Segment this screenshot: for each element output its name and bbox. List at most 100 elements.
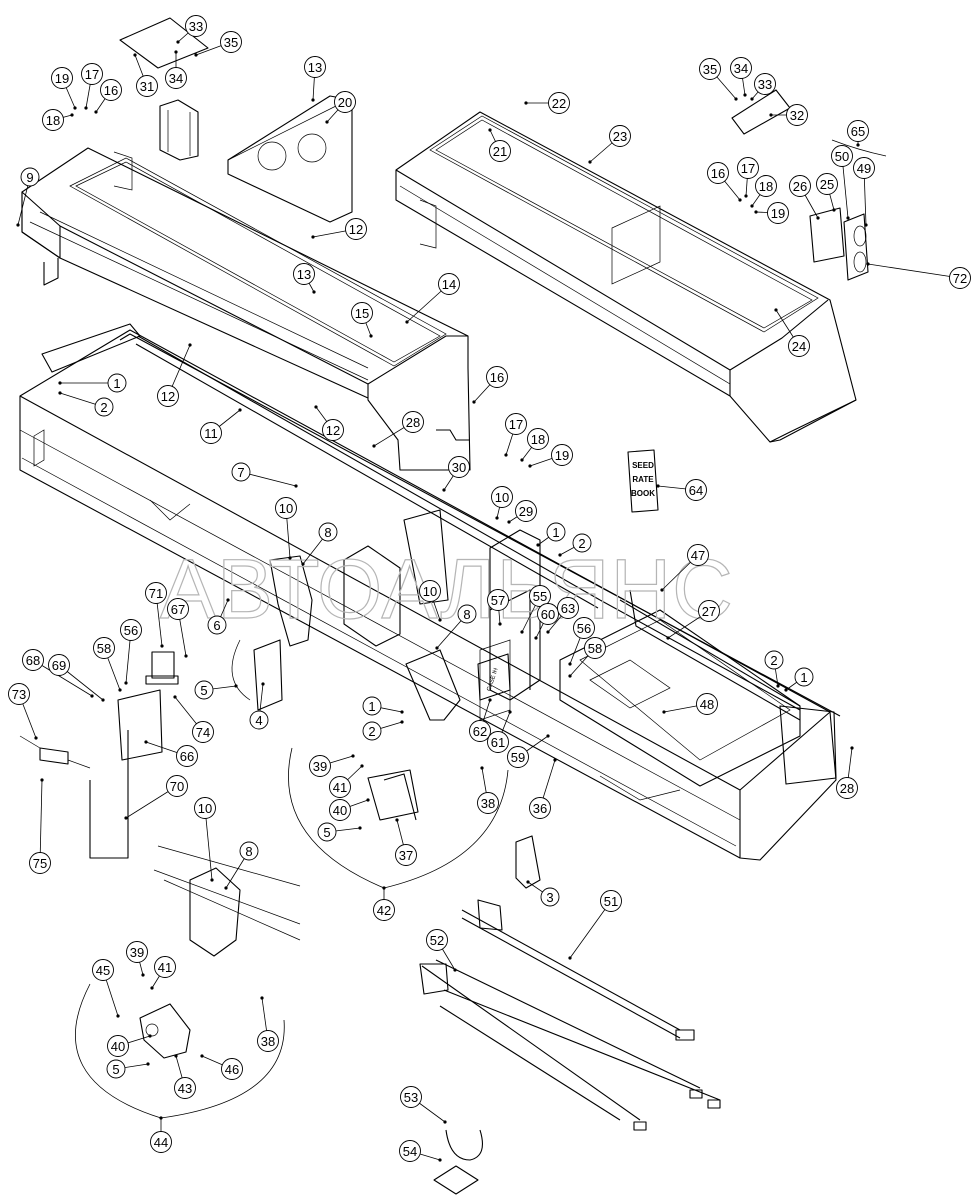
leader-end — [856, 143, 860, 147]
leader-end — [288, 556, 292, 560]
leader-end — [864, 223, 868, 227]
leader-end — [174, 50, 178, 54]
callout-c5b: 5 — [317, 822, 362, 842]
leader-end — [534, 636, 538, 640]
callout-c8b: 8 — [435, 604, 477, 650]
callout-number: 50 — [835, 149, 849, 164]
leader-line — [569, 900, 612, 959]
callout-number: 1 — [113, 376, 120, 391]
callout-bubble — [126, 941, 148, 963]
callout-bubble — [194, 680, 214, 700]
callout-number: 8 — [463, 607, 470, 622]
callout-bubble — [157, 385, 179, 407]
callout-bubble — [457, 604, 477, 624]
callout-bubble — [51, 67, 73, 89]
callout-c11: 11 — [200, 408, 242, 444]
callout-number: 51 — [604, 894, 618, 909]
leader-line — [32, 659, 93, 697]
callout-bubble — [107, 373, 127, 393]
leader-end — [94, 110, 98, 114]
callout-c28a: 28 — [372, 411, 424, 448]
callout-number: 73 — [12, 687, 26, 702]
callout-c19c: 19 — [754, 202, 789, 224]
callout-c60: 60 — [534, 603, 559, 640]
callout-c17a: 17 — [81, 63, 103, 110]
leader-end — [438, 618, 442, 622]
callout-bubble — [816, 173, 838, 195]
callout-bubble — [584, 637, 606, 659]
callout-number: 60 — [541, 607, 555, 622]
leader-end — [743, 93, 747, 97]
callout-bubble — [275, 497, 297, 519]
callout-number: 63 — [561, 601, 575, 616]
leader-end — [84, 106, 88, 110]
callout-c69: 69 — [48, 654, 105, 702]
callout-c5c: 5 — [106, 1059, 150, 1079]
part-54 — [433, 1165, 479, 1195]
callout-number: 58 — [97, 641, 111, 656]
callout-bubble — [730, 57, 752, 79]
callout-bubble — [707, 162, 729, 184]
callout-c31: 31 — [133, 53, 158, 97]
callout-bubble — [486, 366, 508, 388]
callout-number: 28 — [840, 781, 854, 796]
callout-c16c: 16 — [707, 162, 742, 202]
callout-c33b: 33 — [750, 73, 776, 101]
callout-bubble — [786, 104, 808, 126]
leader-end — [133, 53, 137, 57]
callout-bubble — [529, 797, 551, 819]
callout-c36: 36 — [529, 758, 557, 819]
callout-bubble — [239, 841, 259, 861]
callout-number: 30 — [452, 460, 466, 475]
callout-bubble — [687, 544, 709, 566]
callout-number: 1 — [552, 525, 559, 540]
main-hopper-box — [19, 323, 841, 861]
leader-end — [526, 880, 530, 884]
bracket-assembly-center — [367, 649, 461, 821]
callout-c56b: 56 — [568, 617, 595, 666]
leader-end — [40, 778, 44, 782]
callout-bubble — [93, 637, 115, 659]
seed-rate-book-decal: SEED RATE BOOK — [627, 449, 659, 513]
leader-end — [184, 654, 188, 658]
callout-number: 68 — [26, 653, 40, 668]
leader-end — [568, 674, 572, 678]
leader-end — [150, 986, 154, 990]
callout-number: 43 — [178, 1081, 192, 1096]
callout-bubble — [764, 650, 784, 670]
shaft — [135, 335, 801, 711]
ring-53 — [445, 1129, 483, 1161]
callout-bubble — [8, 683, 30, 705]
callout-c51: 51 — [568, 890, 622, 960]
callout-number: 10 — [495, 490, 509, 505]
leader-end — [124, 681, 128, 685]
callout-c38a: 38 — [477, 766, 499, 814]
callout-number: 39 — [313, 759, 327, 774]
leader-end — [660, 588, 664, 592]
callout-number: 37 — [399, 848, 413, 863]
leader-end — [226, 598, 230, 602]
callout-c5a: 5 — [194, 680, 238, 700]
callout-c35b: 35 — [699, 58, 738, 101]
callout-number: 48 — [700, 697, 714, 712]
callout-number: 19 — [771, 206, 785, 221]
callout-c73: 73 — [8, 683, 38, 740]
leader-end — [443, 1120, 447, 1124]
callout-bubble — [48, 654, 70, 676]
callout-number: 17 — [509, 417, 523, 432]
callout-c13b: 13 — [293, 263, 316, 294]
leader-end — [144, 740, 148, 744]
callout-number: 10 — [423, 584, 437, 599]
callout-c21: 21 — [488, 128, 511, 162]
callout-c12b: 12 — [157, 343, 192, 407]
hinge-block — [159, 99, 199, 161]
callout-bubble — [699, 58, 721, 80]
callout-number: 12 — [349, 222, 363, 237]
detail-beam — [153, 845, 301, 957]
callout-bubble — [176, 745, 198, 767]
leader-end — [311, 235, 315, 239]
callout-c8c: 8 — [224, 841, 259, 890]
callout-c2c: 2 — [362, 720, 404, 741]
leader-end — [200, 1054, 204, 1058]
callout-number: 41 — [333, 780, 347, 795]
